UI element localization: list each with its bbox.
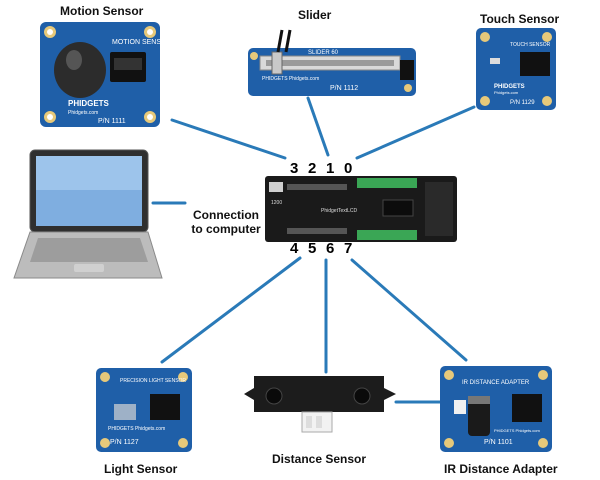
connection-label-line2: to computer — [191, 222, 261, 236]
light-sensor-board: PRECISION LIGHT SENSOR PHIDGETS Phidgets… — [96, 368, 192, 452]
ir-distance-adapter-board: IR DISTANCE ADAPTER PHIDGETS Phidgets.co… — [440, 366, 552, 452]
wire-light — [160, 256, 302, 364]
touch-board-pn: P/N 1129 — [510, 100, 535, 106]
port-1-label: 1 — [326, 160, 335, 177]
slider-board-brand: PHIDGETS Phidgets.com — [262, 76, 319, 82]
slider-board-pn: P/N 1112 — [330, 85, 358, 92]
touch-board-title: TOUCH SENSOR — [510, 42, 551, 48]
wire-touch — [355, 105, 476, 160]
port-7-label: 7 — [344, 240, 353, 257]
slider-board-title: SLIDER 60 — [308, 50, 339, 56]
ir-board-brand: PHIDGETS Phidgets.com — [494, 428, 540, 433]
distance-sensor-image — [244, 376, 396, 433]
touch-board-url: Phidgets.com — [494, 90, 519, 95]
port-0-label: 0 — [344, 160, 353, 177]
wire-ir — [350, 258, 468, 362]
hub-model: 1200 — [271, 200, 282, 206]
wire-slider — [306, 96, 330, 157]
motion-board-url: Phidgets.com — [68, 110, 98, 116]
touch-sensor-board: TOUCH SENSOR PHIDGETS Phidgets.com P/N 1… — [476, 28, 556, 110]
interface-hub-board: PhidgetTextLCD 1200 — [265, 176, 457, 242]
ir-board-title: IR DISTANCE ADAPTER — [462, 380, 530, 386]
slider-board: SLIDER 60 PHIDGETS Phidgets.com P/N 1112 — [248, 29, 416, 96]
light-board-brand: PHIDGETS Phidgets.com — [108, 426, 165, 432]
motion-board-pn: P/N 1111 — [98, 118, 126, 125]
hub-text: PhidgetTextLCD — [321, 208, 358, 214]
port-5-label: 5 — [308, 240, 317, 257]
port-4-label: 4 — [290, 240, 299, 257]
wire-motion — [170, 118, 287, 160]
motion-board-title: MOTION SENSOR — [112, 39, 172, 46]
light-board-title: PRECISION LIGHT SENSOR — [120, 378, 186, 384]
ir-board-pn: P/N 1101 — [484, 439, 513, 446]
motion-sensor-label: Motion Sensor — [60, 4, 144, 18]
laptop-image — [13, 149, 163, 279]
connection-label-line1: Connection — [193, 208, 259, 222]
port-2-label: 2 — [308, 160, 317, 177]
port-3-label: 3 — [290, 160, 299, 177]
touch-board-brand: PHIDGETS — [494, 84, 525, 90]
port-6-label: 6 — [326, 240, 335, 257]
connection-label: Connection to computer — [186, 208, 266, 236]
light-board-pn: P/N 1127 — [110, 439, 139, 446]
motion-sensor-board: MOTION SENSOR PHIDGETS Phidgets.com P/N … — [40, 22, 172, 127]
connection-wires — [151, 96, 476, 404]
distance-sensor-label: Distance Sensor — [272, 452, 367, 466]
slider-label: Slider — [298, 8, 332, 22]
light-sensor-label: Light Sensor — [104, 462, 178, 476]
motion-board-brand: PHIDGETS — [68, 99, 110, 108]
ir-distance-adapter-label: IR Distance Adapter — [444, 462, 558, 476]
touch-sensor-label: Touch Sensor — [480, 12, 560, 26]
